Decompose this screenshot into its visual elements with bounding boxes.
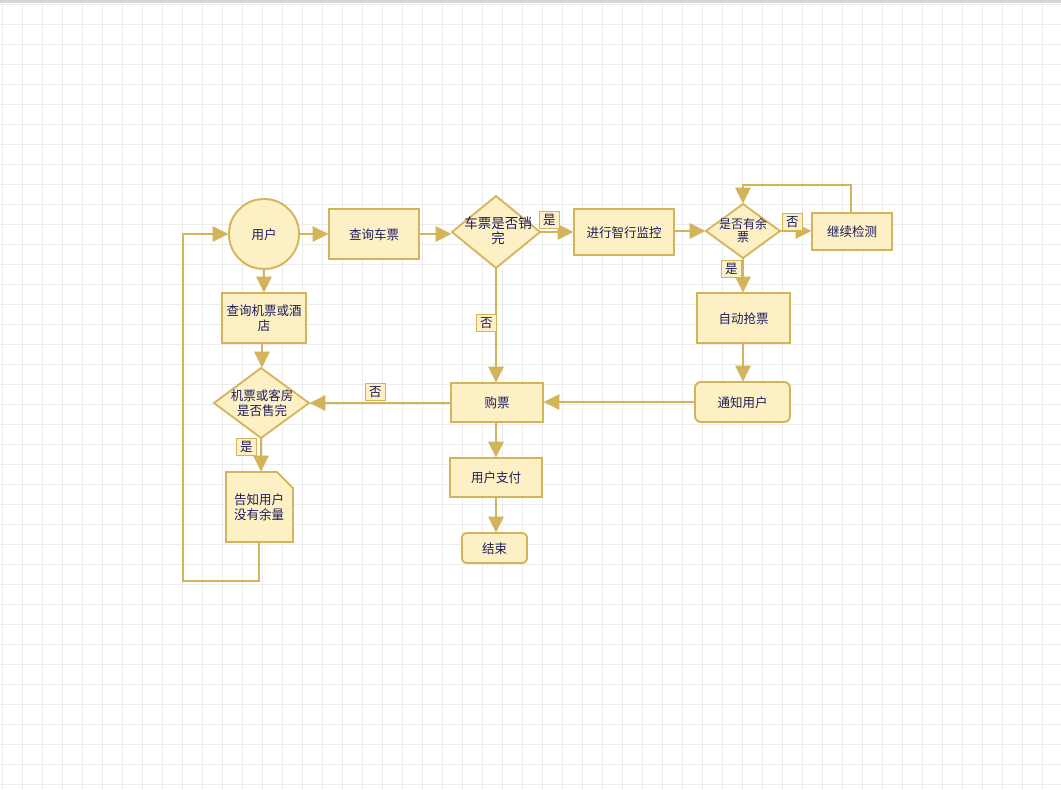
auto-grab-box[interactable] [696,292,791,344]
has-tickets-label: 是否有余票 [718,217,767,244]
end-label: 结束 [481,540,507,556]
query-ticket-label: 查询车票 [348,226,399,242]
edge-label-sold-out-yes: 是 [539,211,560,229]
connectors [182,184,852,582]
end-box[interactable] [461,532,528,564]
edge-telluser-loop [182,226,260,582]
query-ticket-box[interactable] [328,208,420,260]
edge-keep-loop [735,184,852,213]
edge-label-hotel-yes: 是 [236,438,257,456]
pay-label: 用户支付 [470,470,521,485]
query-hotel-label: 查询机票或酒店 [226,303,302,333]
edge-label-hotel-no: 否 [365,383,386,401]
buy-box[interactable] [450,382,544,423]
tell-user-label: 告知用户没有余量 [233,492,284,522]
edge-label-has-tickets-no: 否 [782,213,803,231]
auto-grab-label: 自动抢票 [718,310,769,326]
tell-user-doc[interactable] [225,471,294,543]
keep-checking-label: 继续检测 [826,224,877,239]
sold-out-label: 车票是否销完 [464,216,532,247]
query-hotel-box[interactable] [221,292,307,344]
pay-box[interactable] [449,457,543,498]
notify-label: 通知用户 [717,394,768,410]
monitor-label: 进行智行监控 [586,224,662,240]
hotel-sold-out-label: 机票或客房是否售完 [230,388,294,418]
edge-label-has-tickets-yes: 是 [721,260,742,278]
user-label: 用户 [251,226,277,242]
edge-label-sold-out-no: 否 [476,314,497,332]
buy-label: 购票 [484,395,510,410]
top-border [0,0,1061,3]
